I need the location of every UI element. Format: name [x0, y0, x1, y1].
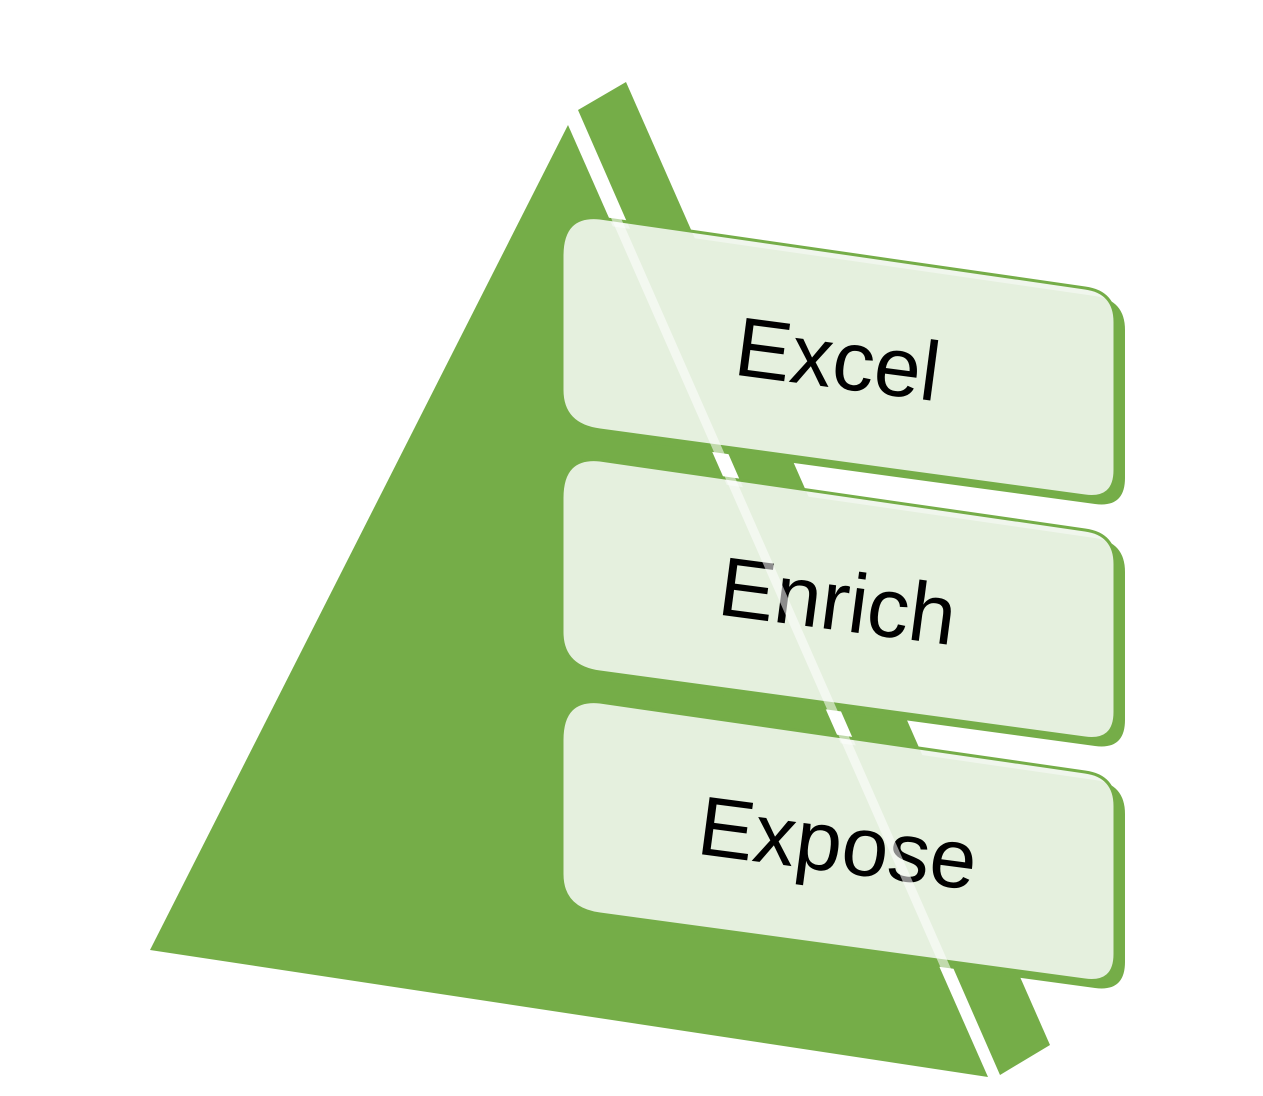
- level-box: [560, 216, 1117, 498]
- pyramid-edge-overlay: [567, 113, 1000, 1085]
- pyramid-level-expose: Expose: [560, 700, 1125, 989]
- pyramid-level-enrich: Enrich: [560, 458, 1125, 747]
- level-box: [560, 458, 1117, 740]
- level-box: [560, 700, 1117, 982]
